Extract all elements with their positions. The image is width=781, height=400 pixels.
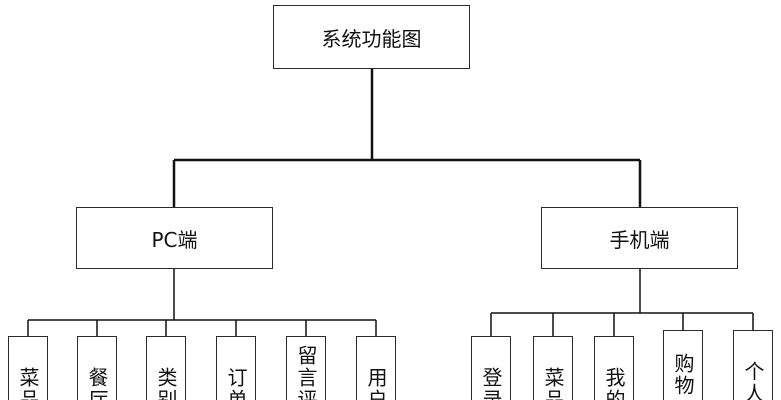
mobile-leaf-node: 登录 bbox=[471, 336, 511, 400]
mobile-leaf-label: 我的 bbox=[602, 367, 626, 400]
pc-leaf-node: 菜品 bbox=[8, 336, 48, 400]
pc-leaf-node: 餐厅 bbox=[77, 336, 117, 400]
pc-leaf-node: 留言评 bbox=[286, 336, 326, 400]
mobile-node-label: 手机端 bbox=[609, 227, 670, 252]
mobile-leaf-label: 菜品 bbox=[541, 367, 565, 400]
pc-node: PC端 bbox=[76, 207, 273, 269]
pc-leaf-label: 留言评 bbox=[294, 345, 318, 400]
pc-leaf-label: 餐厅 bbox=[85, 367, 109, 400]
mobile-leaf-label: 购物 bbox=[671, 353, 695, 397]
root-node: 系统功能图 bbox=[273, 5, 470, 69]
pc-leaf-label: 菜品 bbox=[16, 367, 40, 400]
pc-leaf-label: 类别 bbox=[154, 367, 178, 400]
mobile-leaf-node: 个人 bbox=[733, 330, 773, 400]
mobile-leaf-node: 购物 bbox=[663, 330, 703, 400]
pc-leaf-node: 用户 bbox=[356, 336, 396, 400]
mobile-leaf-label: 登录 bbox=[479, 367, 503, 400]
mobile-node: 手机端 bbox=[541, 207, 738, 269]
mobile-leaf-label: 个人 bbox=[741, 361, 765, 400]
mobile-leaf-node: 我的 bbox=[594, 336, 634, 400]
pc-leaf-node: 类别 bbox=[146, 336, 186, 400]
root-node-label: 系统功能图 bbox=[321, 26, 422, 51]
pc-leaf-label: 用户 bbox=[364, 367, 388, 400]
pc-leaf-label: 订单 bbox=[224, 367, 248, 400]
mobile-leaf-node: 菜品 bbox=[533, 336, 573, 400]
pc-node-label: PC端 bbox=[151, 227, 198, 252]
pc-leaf-node: 订单 bbox=[216, 336, 256, 400]
